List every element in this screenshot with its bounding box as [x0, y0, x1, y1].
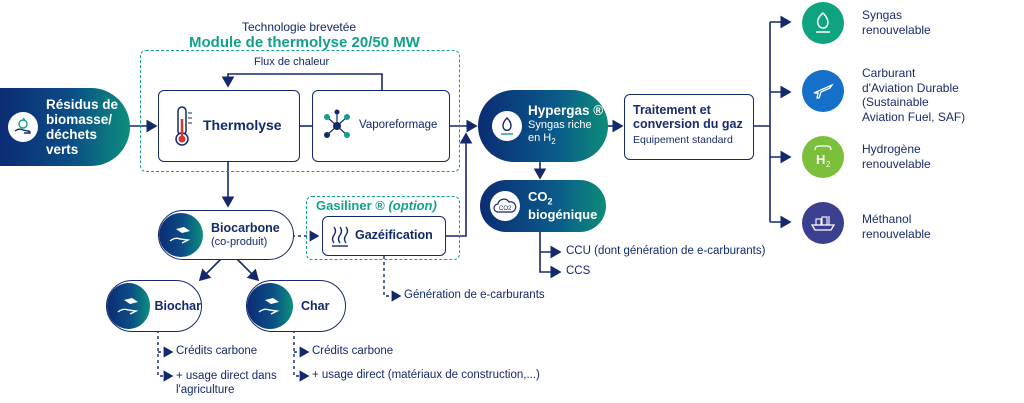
recycle-hand-icon	[8, 112, 38, 142]
char-node: Char	[246, 280, 346, 332]
char-output-credits: Crédits carbone	[312, 345, 394, 357]
biochar-output-credits: Crédits carbone	[176, 345, 258, 357]
thermolysis-module-frame	[140, 50, 460, 172]
saf-line1: Carburant	[862, 66, 916, 80]
traitement-line2: conversion du gaz	[633, 117, 743, 131]
biochar-node: Biochar	[106, 280, 202, 332]
module-title: Module de thermolyse 20/50 MW	[189, 34, 420, 51]
biochar-hand-icon	[107, 283, 151, 329]
co2-output-ccs: CCS	[566, 265, 591, 277]
hypergas-line2-sub: 2	[551, 137, 556, 147]
syngas-line1: Syngas	[862, 8, 903, 22]
biochar-output-usage-1: + usage direct dans	[176, 370, 277, 382]
hydrogene-line1: Hydrogène	[862, 142, 921, 156]
methanol-line2: renouvelable	[862, 227, 931, 241]
biocarbone-node: Biocarbone (co-produit)	[158, 210, 294, 260]
vaporeformage-box: Vaporeformage	[312, 90, 450, 162]
residus-line4: verts	[46, 142, 79, 157]
heat-waves-icon	[331, 226, 349, 247]
residus-line2: biomasse/	[46, 112, 113, 127]
svg-text:H: H	[816, 152, 825, 167]
hypergas-line1: Syngas riche	[528, 118, 592, 131]
syngas-circle	[802, 2, 844, 44]
heat-flow-label: Flux de chaleur	[252, 56, 332, 68]
hydrogene-line2: renouvelable	[862, 157, 931, 171]
ship-icon	[810, 216, 836, 231]
biocarbone-hand-icon	[159, 213, 203, 257]
co2-line2: biogénique	[528, 207, 598, 223]
gasiliner-frame	[306, 196, 460, 260]
hydrogen-icon: H 2	[814, 145, 832, 169]
traitement-line3: Equipement standard	[633, 134, 733, 146]
methanol-circle	[802, 202, 844, 244]
co2-prefix: CO	[528, 188, 548, 204]
hypergas-line2: en H	[528, 131, 552, 144]
gas-flame-icon	[492, 111, 522, 141]
residus-line3: déchets	[46, 127, 98, 142]
svg-text:2: 2	[826, 160, 831, 169]
co2-icon-text: CO2	[499, 206, 512, 212]
saf-line3: (Sustainable	[862, 95, 929, 109]
gazeification-box: Gazéification	[322, 216, 446, 256]
saf-line2: d'Aviation Durable	[862, 80, 959, 95]
gazeification-label: Gazéification	[355, 228, 433, 242]
gasiliner-option: (option)	[388, 198, 437, 213]
biocarbone-sub: (co-produit)	[211, 236, 268, 248]
co2-sub: 2	[547, 196, 553, 207]
co2-node: CO2 CO2 biogénique	[480, 180, 606, 232]
vaporeformage-label: Vaporeformage	[359, 119, 438, 131]
biochar-title: Biochar	[154, 299, 201, 313]
gasiliner-output: Génération de e-carburants	[404, 289, 545, 301]
saf-circle	[802, 70, 844, 112]
residus-line1: Résidus de	[46, 97, 119, 112]
thermolyse-box: Thermolyse	[158, 90, 300, 162]
gasiliner-title: Gasiliner ® (option)	[314, 198, 439, 213]
gasiliner-name: Gasiliner ®	[316, 198, 385, 213]
traitement-box: Traitement et conversion du gaz Equipeme…	[624, 94, 754, 160]
char-output-usage: + usage direct (matériaux de constructio…	[312, 369, 540, 381]
syngas-line2: renouvelable	[862, 23, 931, 37]
hypergas-title: Hypergas ®	[528, 102, 604, 118]
saf-line4: Aviation Fuel, SAF)	[862, 109, 966, 124]
patent-label: Technologie brevetée	[242, 20, 357, 34]
biocarbone-title: Biocarbone	[211, 221, 280, 235]
biochar-output-usage-2: l'agriculture	[176, 384, 235, 396]
residus-node: Résidus de biomasse/ déchets verts	[0, 88, 130, 166]
methanol-line1: Méthanol	[862, 212, 912, 226]
airplane-icon	[813, 83, 834, 99]
traitement-line1: Traitement et	[633, 103, 711, 117]
char-title: Char	[301, 299, 330, 313]
hypergas-node: Hypergas ® Syngas riche en H2	[478, 90, 608, 162]
syngas-flame-icon	[816, 11, 830, 33]
thermometer-icon	[175, 106, 192, 146]
co2-cloud-icon: CO2	[490, 191, 520, 221]
co2-output-ccu: CCU (dont génération de e-carburants)	[566, 245, 766, 257]
thermolyse-label: Thermolyse	[203, 117, 282, 133]
hydrogene-circle: H 2	[802, 136, 844, 178]
molecule-icon	[324, 109, 350, 138]
char-hand-icon	[247, 283, 293, 329]
